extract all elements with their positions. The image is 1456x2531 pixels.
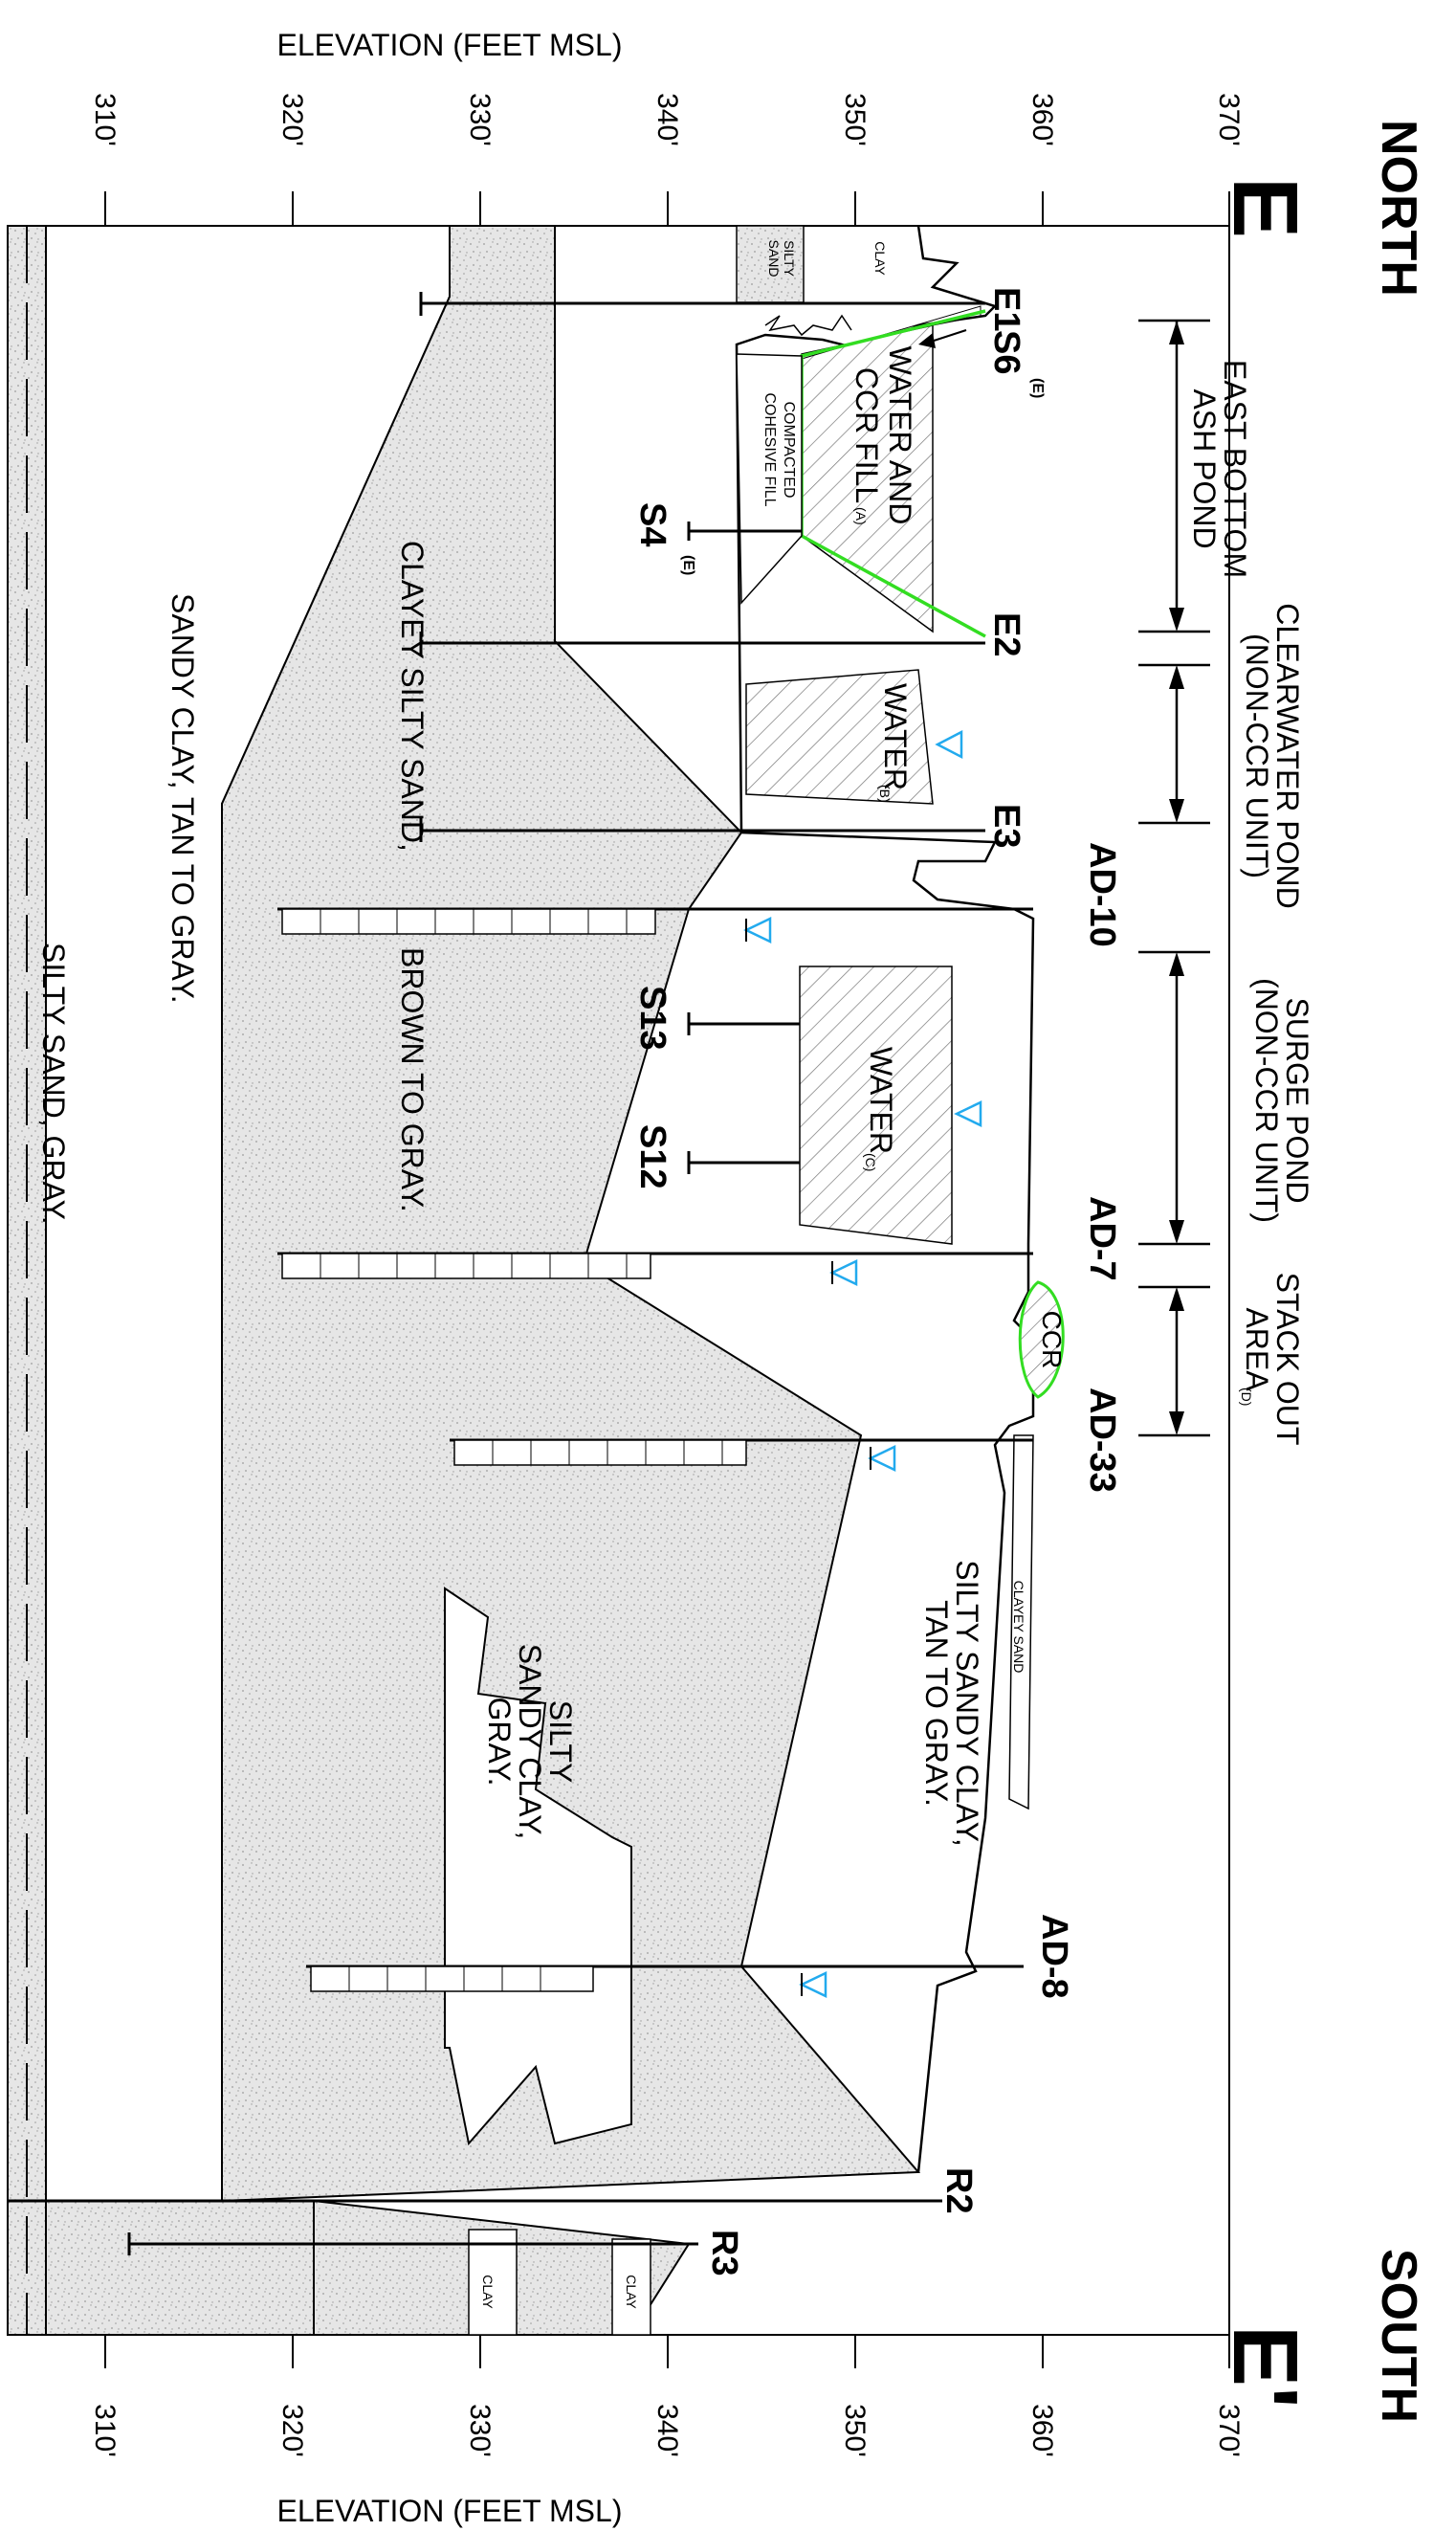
unit-label: (NON-CCR UNIT) bbox=[1240, 633, 1274, 878]
elev-tick-top: 350' bbox=[839, 93, 871, 146]
elev-tick-bottom: 310' bbox=[89, 2404, 121, 2457]
material-label: COHESIVE FILL bbox=[761, 392, 778, 506]
boring-label: R3 bbox=[704, 2230, 744, 2276]
elev-tick-top: 370' bbox=[1213, 93, 1245, 146]
boring-label: R2 bbox=[938, 2167, 979, 2214]
material-label: CLAYEY SILTY SAND, bbox=[395, 541, 430, 852]
section-start-direction: NORTH bbox=[1371, 120, 1426, 297]
soil-layers bbox=[7, 225, 921, 2336]
unit-brackets bbox=[1138, 319, 1210, 1437]
water-level-markers bbox=[743, 729, 982, 1998]
unit-label: ASH POND bbox=[1187, 389, 1222, 548]
clay-lens bbox=[468, 2229, 518, 2336]
elev-tick-top: 340' bbox=[651, 93, 683, 146]
elev-tick-bottom: 320' bbox=[276, 2404, 308, 2457]
material-label: TAN TO GRAY. bbox=[919, 1600, 954, 1807]
elev-tick-top: 320' bbox=[276, 93, 308, 146]
unit-label: STACK OUT bbox=[1270, 1273, 1305, 1446]
elev-tick-bottom: 340' bbox=[651, 2404, 683, 2457]
boring-label: AD-33 bbox=[1082, 1388, 1122, 1493]
boring-label: AD-10 bbox=[1082, 842, 1122, 947]
material-label: SILTY bbox=[543, 1700, 578, 1784]
boring-note: (E) bbox=[680, 555, 696, 575]
elev-tick-bottom: 350' bbox=[839, 2404, 871, 2457]
boring-note: (E) bbox=[1029, 378, 1046, 398]
elev-tick-bottom: 330' bbox=[464, 2404, 496, 2457]
material-label: SILTY SANDY CLAY, bbox=[950, 1560, 984, 1846]
material-label: SANDY CLAY, bbox=[513, 1644, 547, 1840]
silty-sand-lens bbox=[736, 225, 805, 303]
material-label: COMPACTED bbox=[781, 401, 797, 498]
material-label: CCR FILL bbox=[849, 367, 884, 503]
material-label: CLAYEY SAND bbox=[1011, 1581, 1026, 1674]
boring-label: E3 bbox=[986, 804, 1026, 848]
water-c-zone: WATER (C) bbox=[799, 966, 953, 1245]
material-label: WATER bbox=[864, 1047, 898, 1154]
unit-note: (D) bbox=[1239, 1388, 1254, 1406]
unit-label: EAST BOTTOM bbox=[1218, 360, 1252, 578]
material-label: WATER AND bbox=[883, 346, 917, 525]
material-label: CLAY bbox=[872, 241, 888, 276]
material-label: CCR bbox=[1037, 1311, 1067, 1369]
material-label: GRAY. bbox=[482, 1697, 517, 1786]
material-note: (B) bbox=[877, 785, 893, 803]
s6-leader bbox=[927, 329, 967, 344]
material-label: WATER bbox=[878, 683, 913, 790]
material-label: CLAY bbox=[624, 2275, 639, 2309]
elev-tick-top: 310' bbox=[89, 93, 121, 146]
water-ccr-fill-zone: WATER AND CCR FILL (A) bbox=[800, 305, 986, 638]
well-screens bbox=[281, 908, 747, 1992]
boring-label: E1 bbox=[986, 287, 1026, 331]
boring-label: S12 bbox=[632, 1124, 673, 1189]
material-label: SANDY CLAY, TAN TO GRAY. bbox=[165, 593, 200, 1004]
material-label: CLAY bbox=[480, 2275, 496, 2309]
ccr-stack-zone: CCR bbox=[1018, 1280, 1067, 1399]
material-note: (A) bbox=[853, 507, 869, 525]
boring-label: AD-7 bbox=[1082, 1196, 1122, 1281]
unit-label: CLEARWATER POND bbox=[1270, 603, 1305, 908]
material-note: (C) bbox=[863, 1153, 878, 1171]
boring-label: S4 bbox=[632, 502, 673, 546]
elevation-axis-title-top: ELEVATION (FEET MSL) bbox=[277, 28, 623, 62]
material-label: SAND bbox=[766, 240, 782, 278]
water-b-zone: WATER (B) bbox=[745, 669, 934, 805]
unit-label: SURGE POND bbox=[1280, 997, 1314, 1203]
elevation-axis-bottom: 310' 320' 330' 340' 350' 360' 370' ELEVA… bbox=[89, 2334, 1245, 2528]
elev-tick-top: 330' bbox=[464, 93, 496, 146]
section-start-label: E bbox=[1214, 177, 1316, 238]
unit-label: (NON-CCR UNIT) bbox=[1249, 978, 1284, 1223]
material-label: SILTY SAND, GRAY. bbox=[36, 943, 71, 1225]
boring-lines bbox=[8, 292, 1033, 2255]
section-end-direction: SOUTH bbox=[1371, 2249, 1426, 2423]
elev-tick-bottom: 360' bbox=[1026, 2404, 1058, 2457]
compacted-fill-zone bbox=[736, 353, 803, 605]
section-end-label: E' bbox=[1214, 2325, 1316, 2409]
boring-label: E2 bbox=[986, 612, 1026, 656]
boring-label: S13 bbox=[632, 986, 673, 1051]
elevation-axis-top: 310' 320' 330' 340' 350' 360' 370' ELEVA… bbox=[89, 28, 1245, 227]
unit-label: AREA bbox=[1240, 1307, 1274, 1391]
elev-tick-top: 360' bbox=[1026, 93, 1058, 146]
boring-label: S6 bbox=[986, 330, 1026, 374]
elev-tick-bottom: 370' bbox=[1213, 2404, 1245, 2457]
boring-label: AD-8 bbox=[1034, 1914, 1074, 1999]
clayey-sand-strip bbox=[1008, 1434, 1034, 1810]
elevation-axis-title-bottom: ELEVATION (FEET MSL) bbox=[277, 2494, 623, 2528]
clay-lens bbox=[611, 2238, 651, 2336]
material-label: BROWN TO GRAY. bbox=[395, 947, 430, 1212]
material-label: SILTY bbox=[782, 240, 797, 278]
